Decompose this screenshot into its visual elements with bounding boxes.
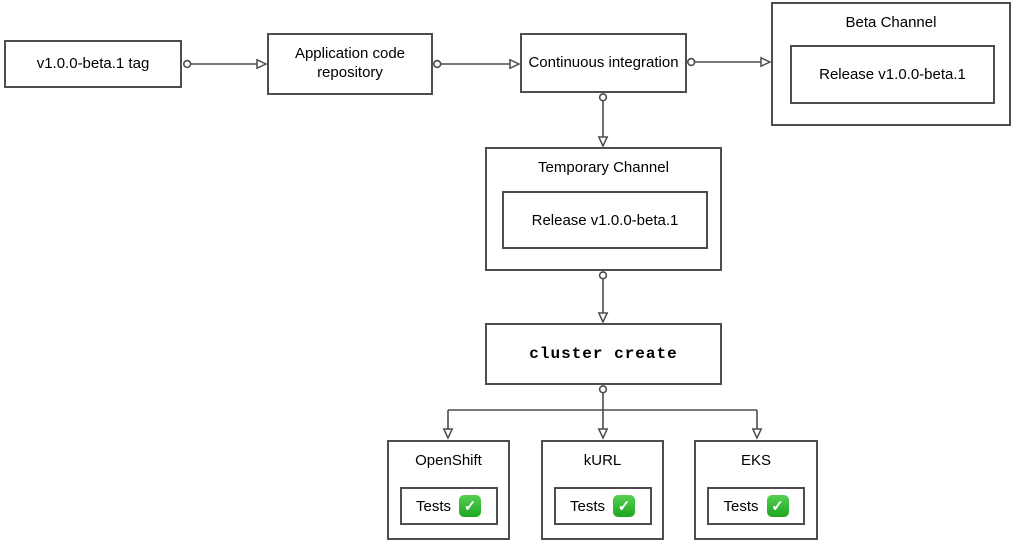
group-beta-channel-title: Beta Channel <box>845 14 937 31</box>
connector-ci-to-beta-channel <box>686 56 772 68</box>
node-beta-release: Release v1.0.0-beta.1 <box>790 45 995 104</box>
group-cluster-eks: EKS Tests ✓ <box>694 440 818 540</box>
node-eks-tests: Tests ✓ <box>707 487 805 525</box>
check-mark-icon: ✓ <box>613 495 635 517</box>
node-openshift-tests: Tests ✓ <box>399 487 498 525</box>
check-mark-icon: ✓ <box>766 495 789 517</box>
node-eks-tests-label: Tests <box>723 497 759 515</box>
check-mark-icon: ✓ <box>459 495 481 517</box>
node-kurl-tests: Tests ✓ <box>553 487 652 525</box>
group-beta-channel: Beta Channel Release v1.0.0-beta.1 <box>771 2 1011 126</box>
group-cluster-kurl: kURL Tests ✓ <box>541 440 664 540</box>
node-kurl-tests-label: Tests <box>569 497 605 515</box>
connector-tag-to-repository <box>183 58 268 70</box>
group-cluster-eks-title: EKS <box>740 452 771 469</box>
node-version-tag: v1.0.0-beta.1 tag <box>4 40 182 88</box>
node-cluster-create-command-label: cluster create <box>529 345 678 363</box>
connector-cluster-create-to-clusters <box>442 385 763 440</box>
group-temporary-channel: Temporary Channel Release v1.0.0-beta.1 <box>485 147 722 271</box>
node-application-code-repository-label: Application code repository <box>294 45 406 81</box>
node-cluster-create-command: cluster create <box>485 323 722 385</box>
node-application-code-repository: Application code repository <box>267 33 433 95</box>
group-cluster-openshift-title: OpenShift <box>415 452 482 469</box>
connector-repository-to-ci <box>433 58 521 70</box>
group-cluster-kurl-title: kURL <box>583 452 622 469</box>
group-temporary-channel-title: Temporary Channel <box>538 159 669 176</box>
node-beta-release-label: Release v1.0.0-beta.1 <box>819 66 966 83</box>
group-cluster-openshift: OpenShift Tests ✓ <box>387 440 510 540</box>
node-temporary-release-label: Release v1.0.0-beta.1 <box>531 211 679 229</box>
connector-temporary-channel-to-cluster-create <box>597 271 609 324</box>
node-temporary-release: Release v1.0.0-beta.1 <box>502 191 708 249</box>
connector-ci-to-temporary-channel <box>597 93 609 148</box>
node-openshift-tests-label: Tests <box>415 497 451 515</box>
node-continuous-integration-label: Continuous integration <box>528 53 679 71</box>
node-version-tag-label: v1.0.0-beta.1 tag <box>36 54 150 72</box>
node-continuous-integration: Continuous integration <box>520 33 687 93</box>
